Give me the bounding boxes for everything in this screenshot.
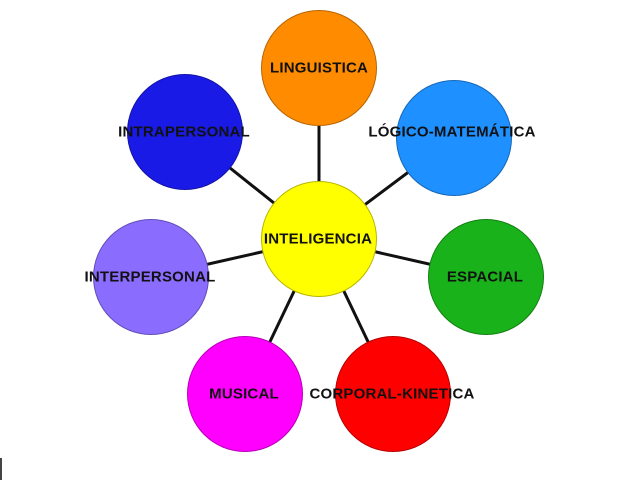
label-linguistica: LINGUISTICA — [269, 59, 369, 77]
node-corporal-kinetica — [335, 336, 451, 452]
node-center-inteligencia — [261, 181, 377, 297]
node-intrapersonal — [127, 74, 243, 190]
label-intrapersonal: INTRAPERSONAL — [118, 123, 250, 141]
label-espacial: ESPACIAL — [446, 268, 524, 286]
node-linguistica — [261, 10, 377, 126]
node-logico-matematica — [396, 80, 512, 196]
label-logico-matematica: LÓGICO-MATEMÁTICA — [368, 123, 536, 141]
label-center-inteligencia: INTELIGENCIA — [263, 230, 373, 248]
label-musical: MUSICAL — [209, 385, 279, 403]
node-interpersonal — [93, 219, 209, 335]
label-corporal-kinetica: CORPORAL-KINETICA — [309, 385, 475, 403]
node-musical — [187, 336, 303, 452]
node-espacial — [428, 219, 544, 335]
edge-divider — [0, 458, 2, 480]
label-interpersonal: INTERPERSONAL — [84, 268, 216, 286]
